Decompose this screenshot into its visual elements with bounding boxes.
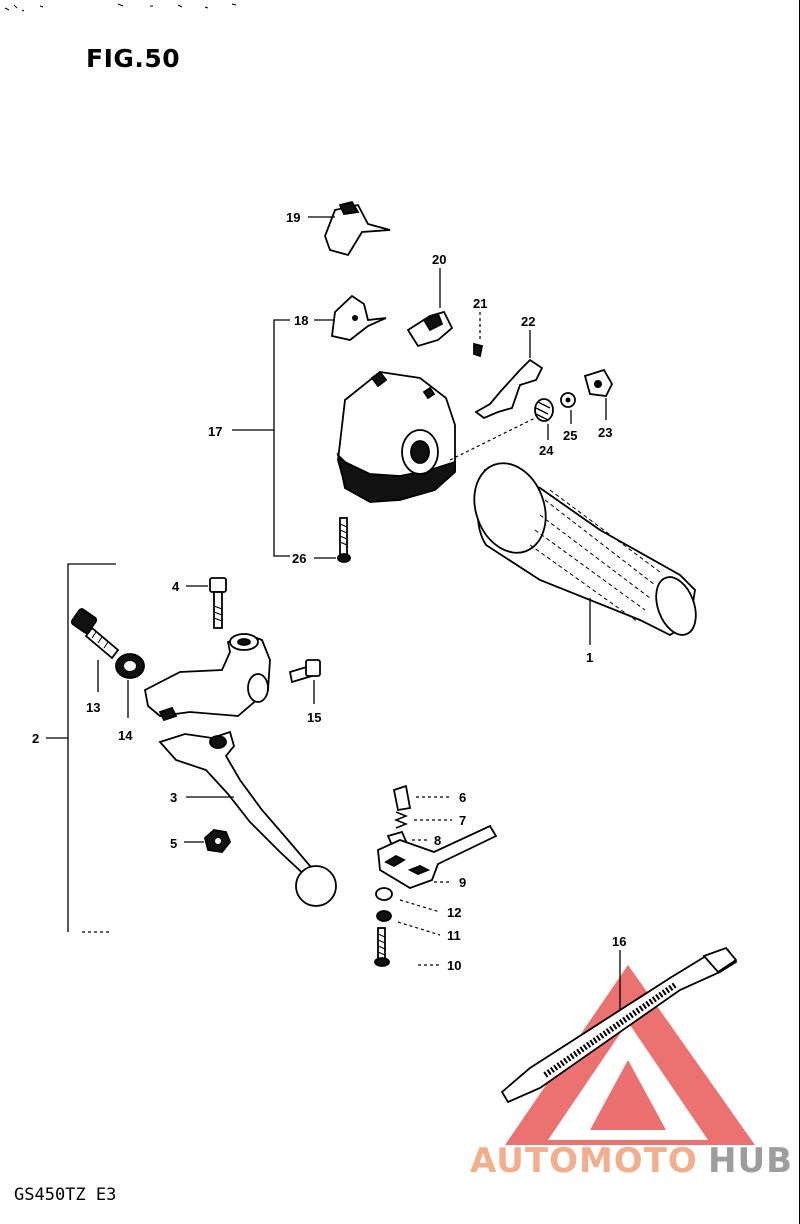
figure-title: FIG.50 <box>86 44 181 73</box>
callout-19: 19 <box>286 210 300 225</box>
callout-25: 25 <box>563 428 577 443</box>
part-19-switch-housing-cover: 19 <box>286 200 391 257</box>
part-10-screw: 10 <box>374 927 461 973</box>
callout-23: 23 <box>598 425 612 440</box>
watermark-logo: AUTOMOTO HUB <box>470 965 793 1181</box>
callout-12: 12 <box>447 905 461 920</box>
part-24-spring: 24 <box>534 398 554 458</box>
callout-11: 11 <box>447 928 461 943</box>
scan-noise <box>4 3 237 12</box>
callout-17: 17 <box>208 424 222 439</box>
callout-13: 13 <box>86 700 100 715</box>
callout-14: 14 <box>118 728 133 743</box>
part-4-bolt: 4 <box>172 577 227 629</box>
part-17-switch-housing: 17 <box>208 319 536 557</box>
callout-15: 15 <box>307 710 321 725</box>
callout-22: 22 <box>521 314 535 329</box>
callout-16: 16 <box>612 934 626 949</box>
part-23-nut: 23 <box>583 368 614 440</box>
callout-1: 1 <box>586 650 593 665</box>
part-2-lever-assembly-bracket: 2 <box>32 563 116 933</box>
part-5-nut: 5 <box>170 829 232 853</box>
callout-10: 10 <box>447 958 461 973</box>
model-code: GS450TZ E3 <box>14 1185 117 1205</box>
part-22-cable-guide: 22 <box>474 314 544 420</box>
part-18-switch-cover: 18 <box>294 294 387 341</box>
callout-20: 20 <box>432 252 446 267</box>
watermark-text-automoto: AUTOMOTO <box>470 1141 698 1181</box>
part-21-screw: 21 <box>473 296 487 358</box>
part-14-lock-nut: 14 <box>115 653 145 743</box>
callout-5: 5 <box>170 836 177 851</box>
callout-8: 8 <box>434 833 441 848</box>
callout-18: 18 <box>294 313 308 328</box>
part-20-switch-knob: 20 <box>406 252 454 348</box>
callout-7: 7 <box>459 813 466 828</box>
part-26-screw: 26 <box>292 517 351 566</box>
part-7-spring: 7 <box>393 811 466 829</box>
part-16-cable-tie: 16 <box>500 934 738 1104</box>
watermark-text-hub: HUB <box>708 1141 793 1181</box>
callout-21: 21 <box>473 296 487 311</box>
part-13-adjuster-bolt: 13 <box>70 608 120 715</box>
callout-3: 3 <box>170 790 177 805</box>
part-11-nut: 11 <box>376 910 461 943</box>
callout-26: 26 <box>292 551 306 566</box>
part-12-washer: 12 <box>375 887 461 920</box>
callout-24: 24 <box>539 443 554 458</box>
part-6-cap: 6 <box>392 784 466 812</box>
part-9-switch-plate: 9 <box>377 824 498 890</box>
part-25-washer: 25 <box>560 392 577 443</box>
part-1-handlebar-grip: 1 <box>473 462 697 665</box>
part-15-screw: 15 <box>288 659 321 725</box>
callout-6: 6 <box>459 790 466 805</box>
callout-2: 2 <box>32 731 39 746</box>
callout-4: 4 <box>172 579 180 594</box>
part-2-lever-holder <box>143 633 271 722</box>
part-3-clutch-lever: 3 <box>158 730 337 907</box>
callout-9: 9 <box>459 875 466 890</box>
